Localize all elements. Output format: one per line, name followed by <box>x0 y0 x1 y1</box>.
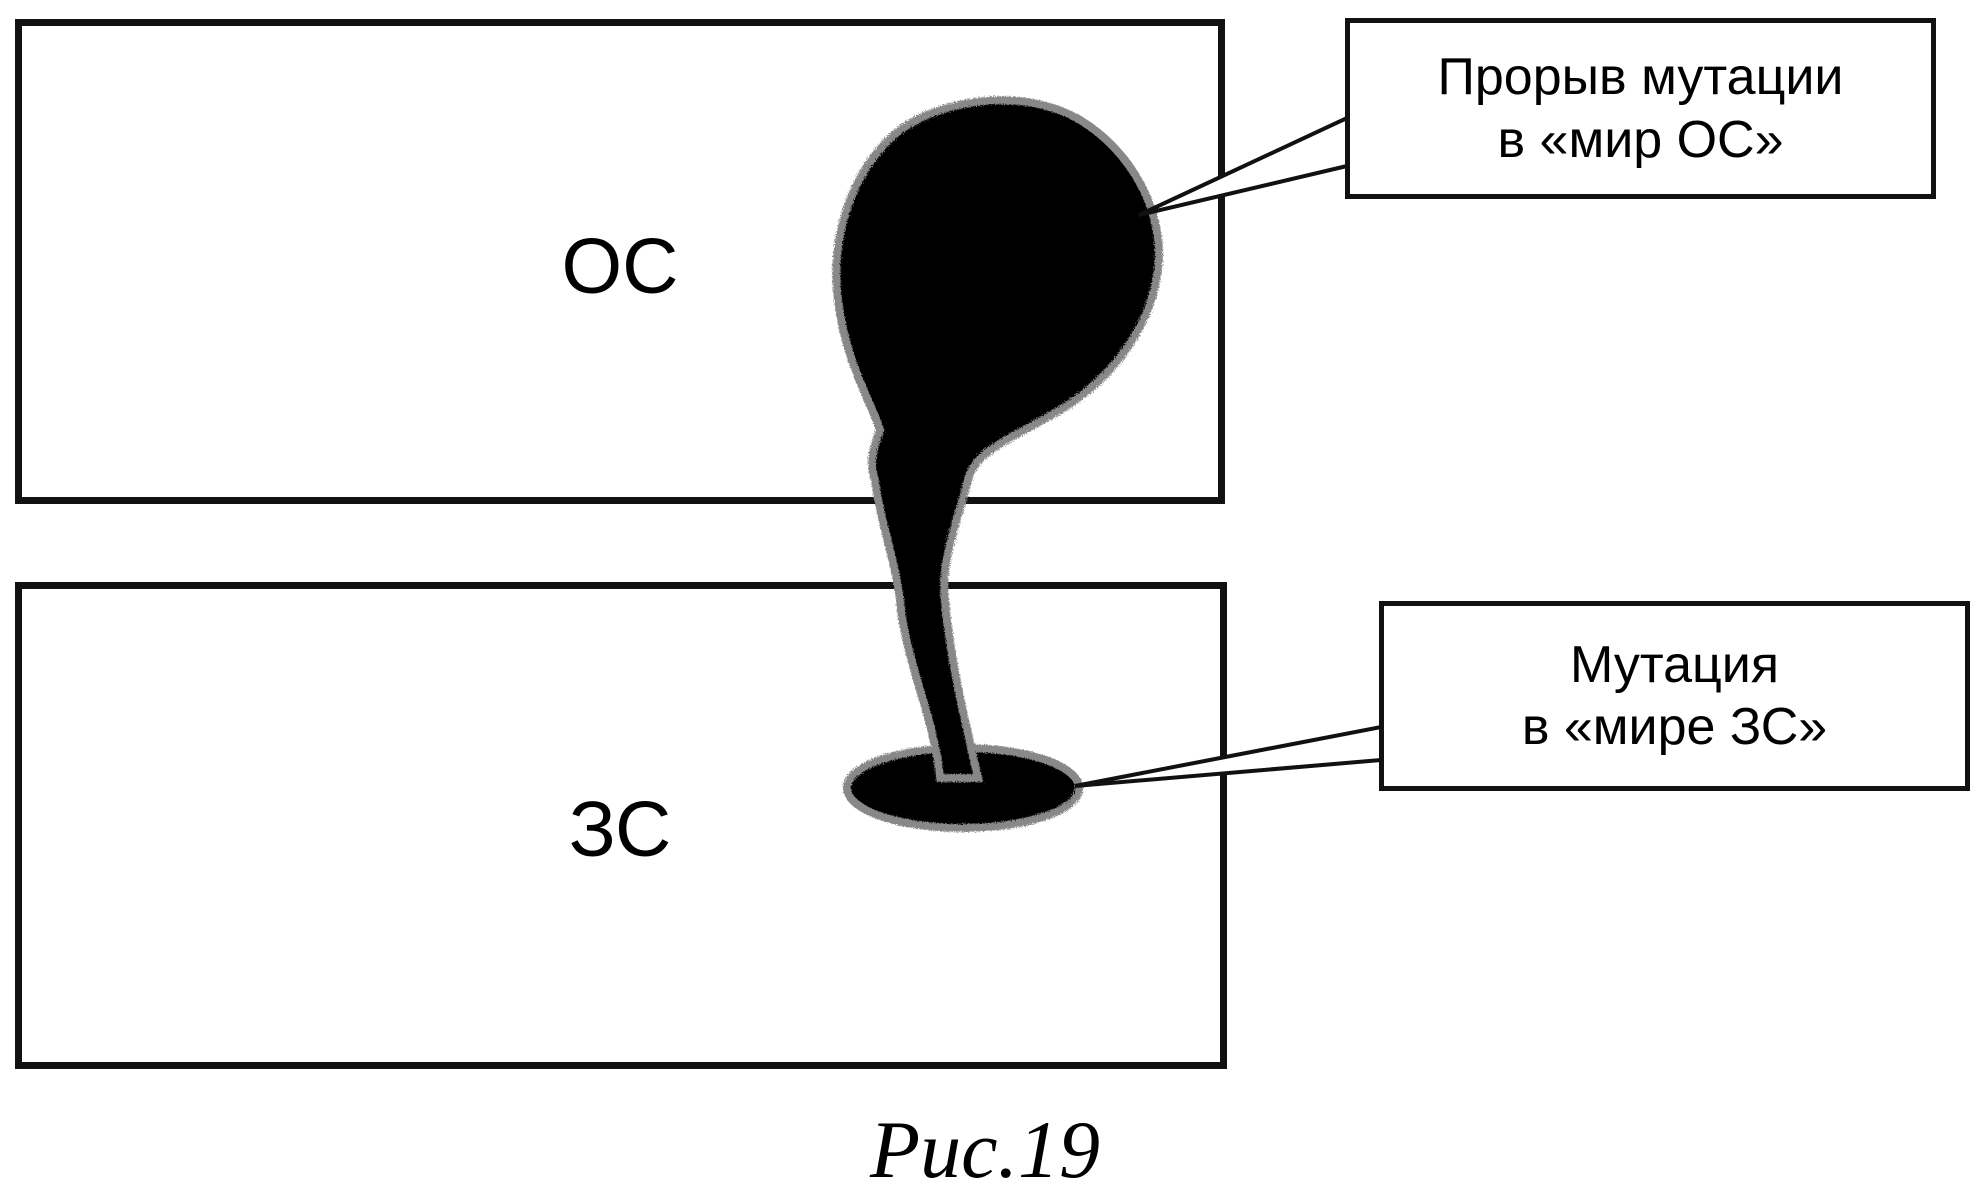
figure-caption: Рис.19 <box>870 1104 1100 1195</box>
zs-label: ЗС <box>568 784 672 873</box>
zs-box <box>15 582 1227 1069</box>
os-label: ОС <box>561 221 679 310</box>
callout-top-line2: в «мир ОС» <box>1497 110 1784 169</box>
os-box <box>15 19 1225 504</box>
callout-top-line1: Прорыв мутации <box>1437 48 1844 107</box>
callout-bottom-line1: Мутация <box>1569 635 1780 694</box>
mutation-stream <box>832 96 1163 782</box>
callout-top-pointer <box>1138 114 1349 217</box>
callout-bottom-line2: в «мире ЗС» <box>1521 698 1828 756</box>
callout-bottom-pointer <box>1074 724 1383 788</box>
